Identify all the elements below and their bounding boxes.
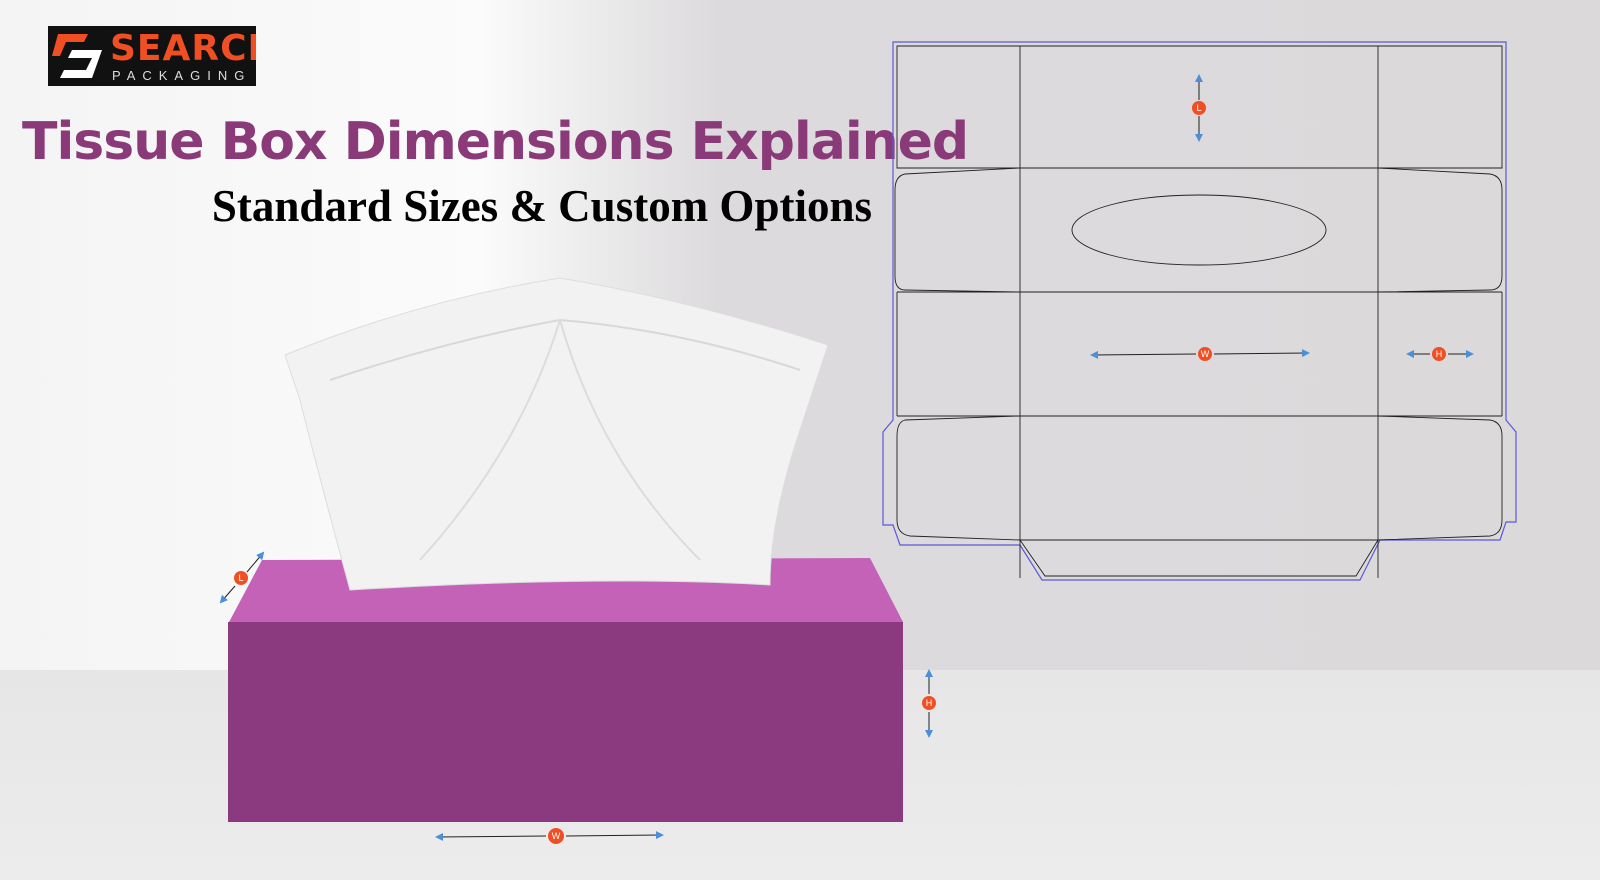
dieline-side-flap-bottom xyxy=(896,415,1503,577)
marker-length-box xyxy=(234,571,248,585)
page-subtitle: Standard Sizes & Custom Options xyxy=(211,181,872,231)
svg-text:H: H xyxy=(926,698,933,708)
svg-text:W: W xyxy=(1201,349,1210,359)
dimension-markers: L W H L H W xyxy=(234,101,1446,844)
dieline-diagram xyxy=(882,41,1517,581)
dieline-side-flap-top xyxy=(894,167,1503,293)
tissue-box xyxy=(228,277,903,822)
marker-length-dieline xyxy=(1192,101,1206,115)
dieline-outer-cut xyxy=(882,41,1517,581)
logo-word: SEARCH xyxy=(110,28,256,69)
dieline-panels xyxy=(896,45,1503,578)
marker-width-box xyxy=(548,828,564,844)
logo-mark-icon xyxy=(52,34,102,78)
marker-height-dieline xyxy=(1432,347,1446,361)
page-title: Tissue Box Dimensions Explained xyxy=(22,112,969,172)
tissue-paper xyxy=(284,277,829,591)
marker-height-box xyxy=(922,696,936,710)
svg-text:W: W xyxy=(552,831,561,841)
dimension-arrows xyxy=(219,74,1474,841)
marker-width-dieline xyxy=(1198,347,1212,361)
dispenser-opening xyxy=(1071,194,1327,266)
brand-logo: SEARCH PACKAGING xyxy=(48,26,256,86)
logo-subword: PACKAGING xyxy=(112,68,252,83)
svg-text:H: H xyxy=(1436,349,1443,359)
svg-text:L: L xyxy=(1196,103,1201,113)
svg-text:L: L xyxy=(238,573,243,583)
box-front-face xyxy=(228,622,903,822)
